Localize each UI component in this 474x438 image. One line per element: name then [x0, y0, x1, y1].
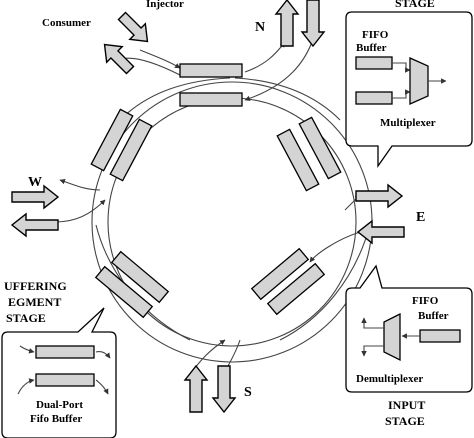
buffer-upper-left-outer — [90, 108, 134, 172]
buffering-title-line3: STAGE — [6, 311, 46, 325]
ring-buffers — [90, 63, 342, 319]
east-out-arrow-icon — [355, 183, 404, 209]
demultiplexer-label: Demultiplexer — [356, 373, 423, 385]
input-stage-callout — [345, 264, 473, 393]
buffer-upper-left-inner — [109, 118, 153, 182]
north-label: N — [255, 20, 265, 35]
dual-port-label-line2: Fifo Buffer — [30, 413, 82, 425]
dual-port-buffer-1 — [35, 345, 95, 359]
buffering-segment-callout — [1, 307, 117, 438]
output-fifo-label: FIFO — [362, 29, 389, 41]
consumer-arrow-icon — [103, 43, 135, 75]
buffer-lower-right-outer — [250, 247, 310, 301]
north-in-arrow-icon — [300, 0, 326, 48]
input-fifo-buffer — [419, 329, 461, 343]
west-out-arrow-icon — [10, 212, 59, 238]
buffer-lower-left-outer — [110, 250, 170, 304]
multiplexer-label: Multiplexer — [380, 117, 436, 129]
west-label: W — [28, 175, 42, 190]
buffer-lower-right-inner — [266, 262, 326, 316]
south-label: S — [244, 385, 252, 400]
output-fifo-buffer-1 — [355, 56, 393, 70]
east-in-arrow-icon — [356, 219, 405, 245]
buffering-title-line1: UFFERING — [4, 279, 67, 293]
input-stage-title-line2: STAGE — [385, 414, 425, 428]
output-buffer-label: Buffer — [356, 42, 387, 54]
south-in-arrow-icon — [183, 364, 209, 413]
multiplexer-icon — [409, 56, 429, 106]
injector-label: Injector — [146, 0, 184, 10]
input-buffer-label: Buffer — [418, 310, 449, 322]
port-arrows — [10, 0, 405, 414]
output-stage-title: STAGE — [395, 0, 435, 10]
consumer-label: Consumer — [42, 17, 91, 29]
west-in-arrow-icon — [11, 184, 60, 210]
east-label: E — [416, 210, 425, 225]
output-fifo-buffer-2 — [355, 91, 393, 105]
input-fifo-label: FIFO — [412, 295, 439, 307]
injector-arrow-icon — [117, 11, 149, 43]
buffer-upper-right-outer — [298, 116, 342, 180]
buffer-top-outer — [179, 63, 243, 78]
south-out-arrow-icon — [211, 365, 237, 414]
north-out-arrow-icon — [274, 0, 300, 47]
buffering-title-line2: EGMENT — [8, 295, 61, 309]
dual-port-buffer-2 — [35, 373, 95, 387]
output-stage-callout — [345, 11, 473, 169]
buffer-top-inner — [179, 92, 243, 107]
dual-port-label-line1: Dual-Port — [36, 399, 83, 411]
buffer-upper-right-inner — [276, 128, 320, 192]
demultiplexer-icon — [383, 312, 401, 362]
input-stage-title-line1: INPUT — [388, 398, 425, 412]
ring-wires — [54, 41, 373, 376]
buffer-lower-left-inner — [94, 265, 154, 319]
